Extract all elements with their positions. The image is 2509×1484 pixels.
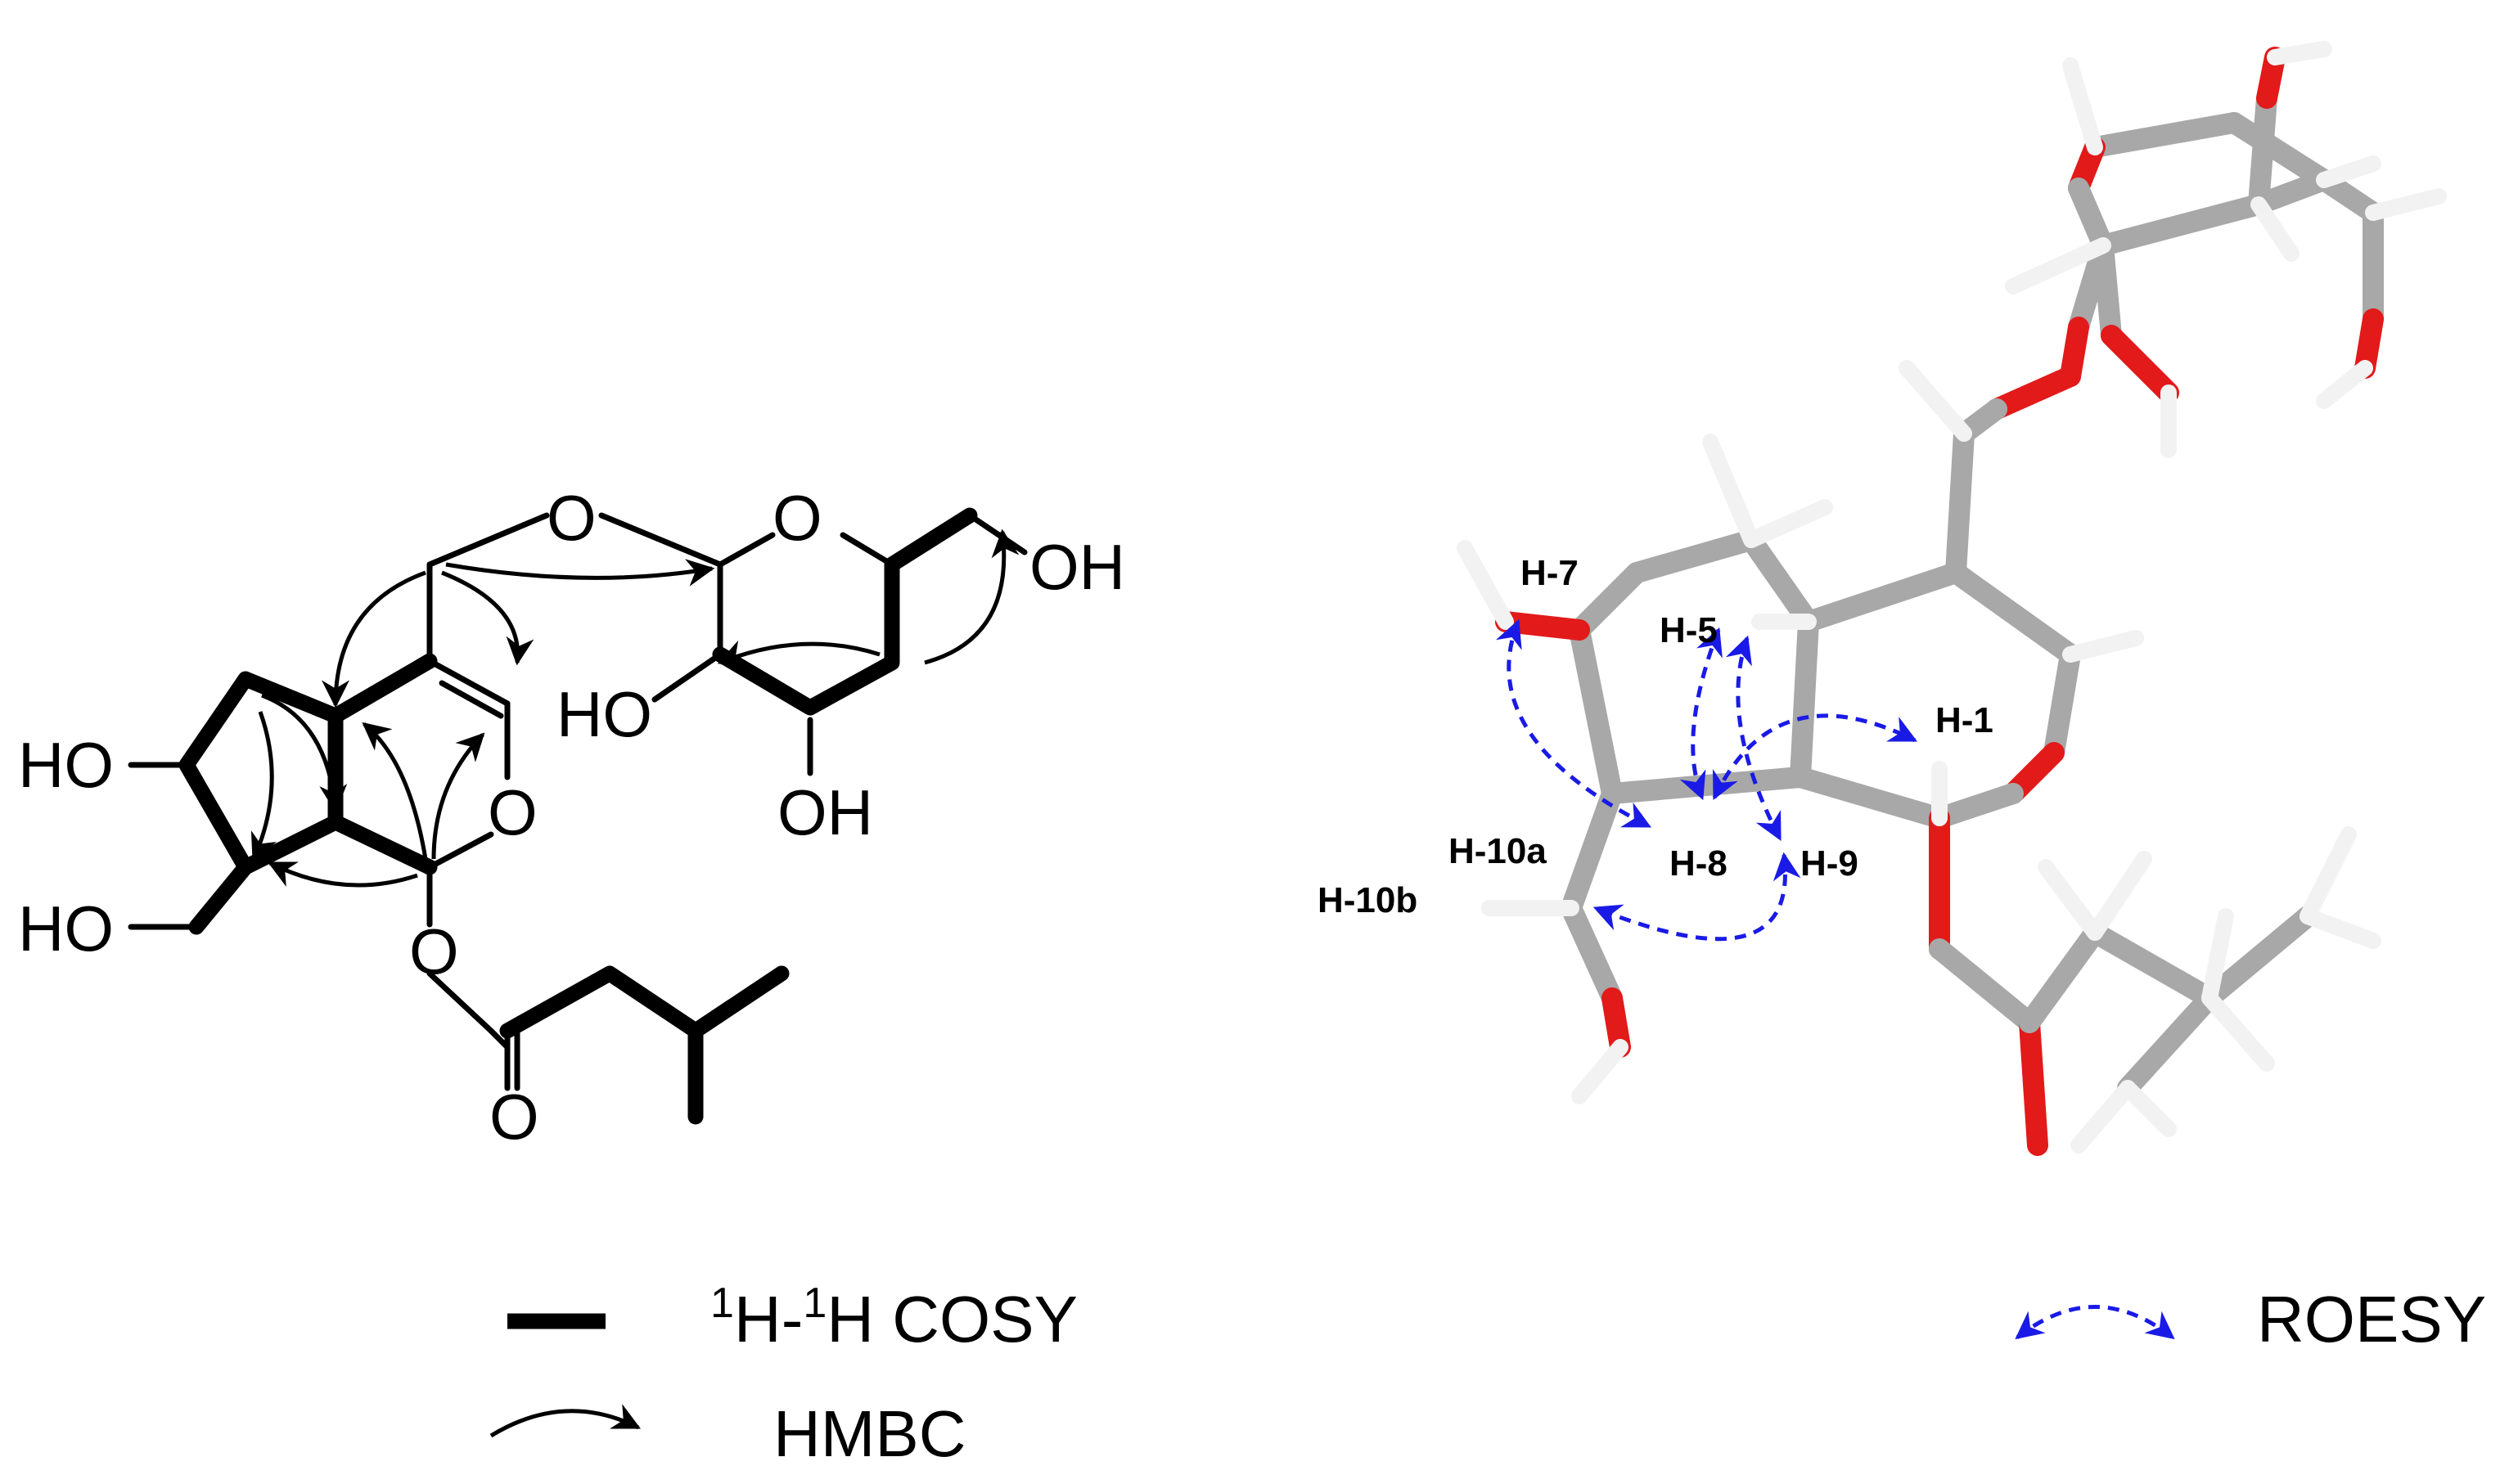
legend-hmbc-label: HMBC	[773, 1397, 966, 1470]
atom-o-carbonyl: O	[489, 1081, 539, 1153]
atom-ho-c6: HO	[18, 729, 114, 801]
legend-cosy-label: 1H-1H COSY	[710, 1279, 1078, 1356]
label-h7: H-7	[1520, 553, 1579, 593]
label-h1: H-1	[1935, 700, 1993, 740]
model-sugar-unit	[1986, 41, 2447, 458]
label-h5: H-5	[1660, 610, 1718, 650]
atom-ho-sugar-c2: HO	[556, 678, 652, 750]
structure-2d: O O OH HO OH HO O HO O O	[18, 482, 1125, 1153]
model-3d: H-7 H-5 H-1 H-10a H-8 H-9 H-10b	[1318, 41, 2447, 1156]
roesy-arrows	[1496, 618, 1918, 942]
atom-labels: O O OH HO OH HO O HO O O	[18, 482, 1125, 1153]
proton-labels: H-7 H-5 H-1 H-10a H-8 H-9 H-10b	[1318, 553, 1993, 920]
model-aglycone	[1457, 434, 2144, 1156]
atom-o-ester: O	[409, 915, 459, 987]
hmbc-arrows	[250, 528, 1020, 888]
atom-o-pyran: O	[488, 776, 538, 848]
legend-roesy-label: ROESY	[2257, 1283, 2486, 1356]
atom-oh-sugar-c3: OH	[777, 776, 873, 848]
label-h10a: H-10a	[1448, 831, 1547, 871]
atom-o-glycosidic: O	[547, 482, 597, 554]
atom-ho-c10: HO	[18, 893, 114, 965]
model-linker	[1899, 360, 2007, 583]
label-h8: H-8	[1669, 843, 1727, 884]
label-h9: H-9	[1800, 843, 1858, 884]
legend-roesy-swatch	[2015, 1305, 2175, 1340]
model-ester-chain	[2019, 826, 2381, 1153]
atom-o-sugar-ring: O	[773, 482, 822, 554]
legend-hmbc-swatch	[489, 1404, 642, 1438]
legend: 1H-1H COSY HMBC ROESY	[489, 1279, 2486, 1470]
label-h10b: H-10b	[1318, 880, 1417, 920]
atom-oh-sugar-ch2: OH	[1029, 531, 1125, 603]
